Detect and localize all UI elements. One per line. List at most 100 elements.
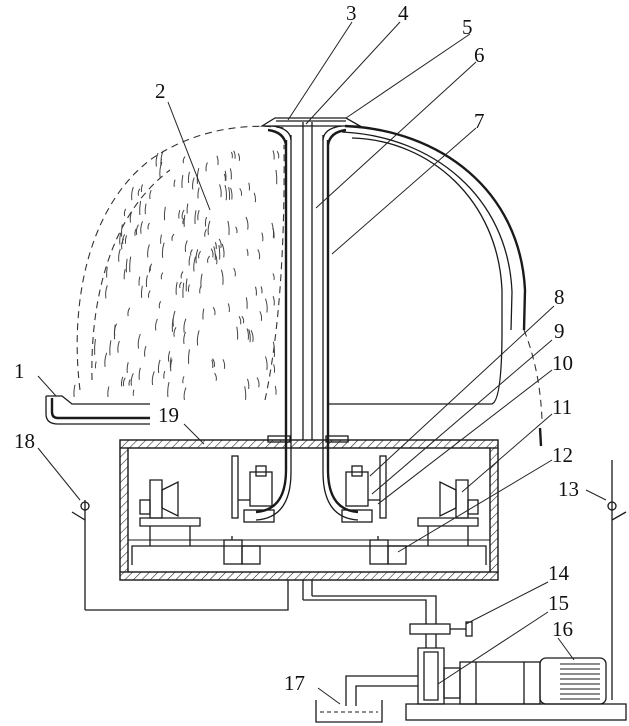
spray-stroke <box>187 171 190 183</box>
spray-stroke <box>219 184 222 198</box>
spray-stroke <box>167 381 170 398</box>
spray-stroke <box>197 210 200 221</box>
spray-stroke <box>245 216 249 230</box>
spray-stroke <box>147 244 150 258</box>
pump-motor-unit <box>345 647 627 721</box>
label-6: 6 <box>474 43 485 67</box>
spray-stroke <box>192 177 195 190</box>
spray-stroke <box>200 273 203 288</box>
spray-stroke <box>163 206 166 221</box>
spray-stroke <box>130 373 134 386</box>
spray-stroke <box>149 263 153 271</box>
spray-stroke <box>137 188 141 196</box>
spray-stroke <box>229 168 232 180</box>
spray-stroke <box>265 298 268 313</box>
spray-stroke <box>184 240 188 252</box>
spray-stroke <box>138 367 141 380</box>
spray-stroke <box>181 174 184 189</box>
base-inner-pipes <box>255 440 359 521</box>
spray-stroke <box>257 249 261 260</box>
spray-stroke <box>272 296 275 306</box>
spray-stroke <box>144 203 147 215</box>
spray-stroke <box>190 249 193 256</box>
spray-stroke <box>253 192 256 203</box>
spray-stroke <box>185 278 188 292</box>
spray-stroke <box>173 327 177 337</box>
spray-stroke <box>248 182 251 191</box>
spray-stroke <box>205 162 208 172</box>
spray-stroke <box>272 150 275 160</box>
spray-stroke <box>160 234 162 244</box>
spray-stroke <box>94 338 96 355</box>
spray-stroke <box>224 170 227 181</box>
base-box <box>119 435 499 581</box>
spray-stroke <box>195 249 199 264</box>
spray-stroke <box>107 386 110 398</box>
spray-stroke <box>160 150 164 166</box>
spray-stroke <box>260 286 263 294</box>
spray-stroke <box>169 357 172 368</box>
spray-stroke <box>233 150 236 159</box>
spray-stroke <box>144 345 147 357</box>
spray-stroke <box>155 152 159 167</box>
spray-stroke <box>140 184 144 193</box>
spray-stroke <box>274 385 277 395</box>
spray-stroke <box>182 156 186 164</box>
spray-stroke <box>129 211 133 223</box>
spray-stroke <box>129 256 132 273</box>
spray-stroke <box>238 316 242 325</box>
spray-stroke <box>178 209 181 219</box>
spray-stroke <box>244 386 247 400</box>
spray-stroke <box>151 371 155 385</box>
spray-stroke <box>197 187 200 199</box>
spray-stroke <box>256 377 260 388</box>
spray-stroke <box>211 359 214 369</box>
spray-stroke <box>230 151 233 159</box>
spray-stroke <box>212 358 216 368</box>
spray-stroke <box>259 311 263 322</box>
right-arch <box>328 124 543 447</box>
spray-stroke <box>214 372 217 381</box>
spray-stroke <box>160 272 164 280</box>
spray-stroke <box>138 276 141 286</box>
spray-stroke <box>214 242 217 250</box>
label-4: 4 <box>398 1 409 25</box>
spray-stroke <box>187 284 190 292</box>
spray-stroke <box>194 210 197 225</box>
label-19: 19 <box>158 403 179 427</box>
spray-stroke <box>223 173 226 181</box>
spray-stroke <box>216 155 219 166</box>
spray-stroke <box>175 281 178 295</box>
spray-stroke <box>204 216 207 227</box>
spray-stroke <box>147 222 150 230</box>
label-2: 2 <box>155 79 166 103</box>
label-9: 9 <box>554 319 565 343</box>
label-8: 8 <box>554 285 565 309</box>
label-13: 13 <box>558 477 579 501</box>
spray-stroke <box>148 265 151 273</box>
label-1: 1 <box>14 359 25 383</box>
spray-stroke <box>235 226 238 234</box>
label-15: 15 <box>548 591 569 615</box>
water-spray <box>73 125 286 401</box>
spray-stroke <box>183 318 187 333</box>
spray-stroke <box>120 224 123 237</box>
spray-stroke <box>222 359 226 369</box>
label-16: 16 <box>552 617 573 641</box>
reservoir <box>315 700 383 723</box>
spray-stroke <box>180 271 184 279</box>
label-10: 10 <box>552 351 573 375</box>
spray-stroke <box>132 389 135 396</box>
spray-stroke <box>220 269 224 285</box>
label-11: 11 <box>552 395 572 419</box>
left-mechanism <box>139 455 275 565</box>
label-18: 18 <box>14 429 35 453</box>
central-pipes <box>267 122 347 600</box>
spray-stroke <box>218 238 222 249</box>
spray-stroke <box>210 248 214 258</box>
spray-stroke <box>140 221 143 234</box>
drain-outlet-pipe <box>45 395 150 425</box>
spray-stroke <box>127 307 131 317</box>
label-5: 5 <box>462 15 473 39</box>
